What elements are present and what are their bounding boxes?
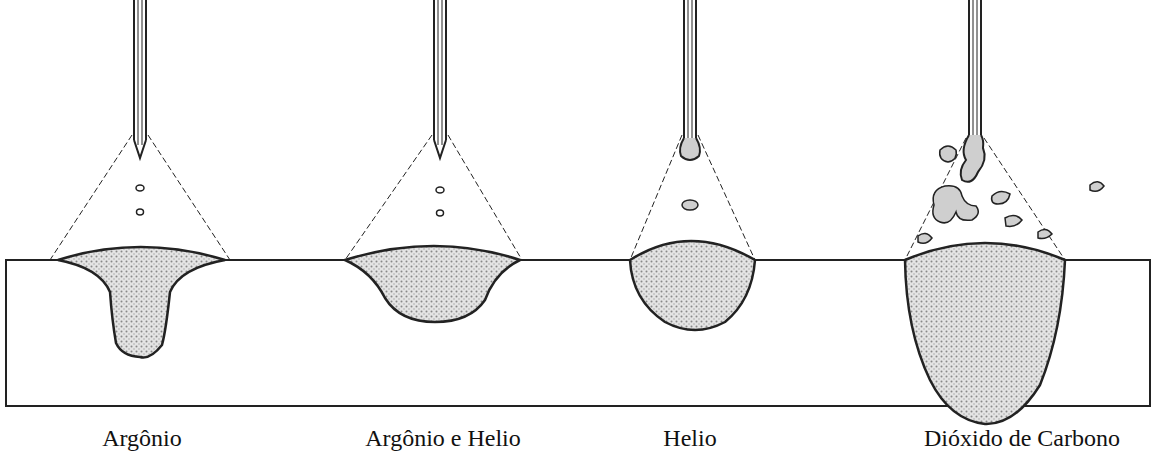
argon-arc: [50, 0, 230, 358]
argon-helium-arc: [345, 0, 522, 322]
gas-label: Helio: [663, 424, 716, 453]
gas-label: Argônio e Helio: [365, 424, 521, 453]
gas-label: Dióxido de Carbono: [924, 424, 1120, 453]
co2-arc: [905, 0, 1104, 424]
helium-arc: [630, 0, 755, 330]
gas-label: Argônio: [102, 424, 182, 453]
